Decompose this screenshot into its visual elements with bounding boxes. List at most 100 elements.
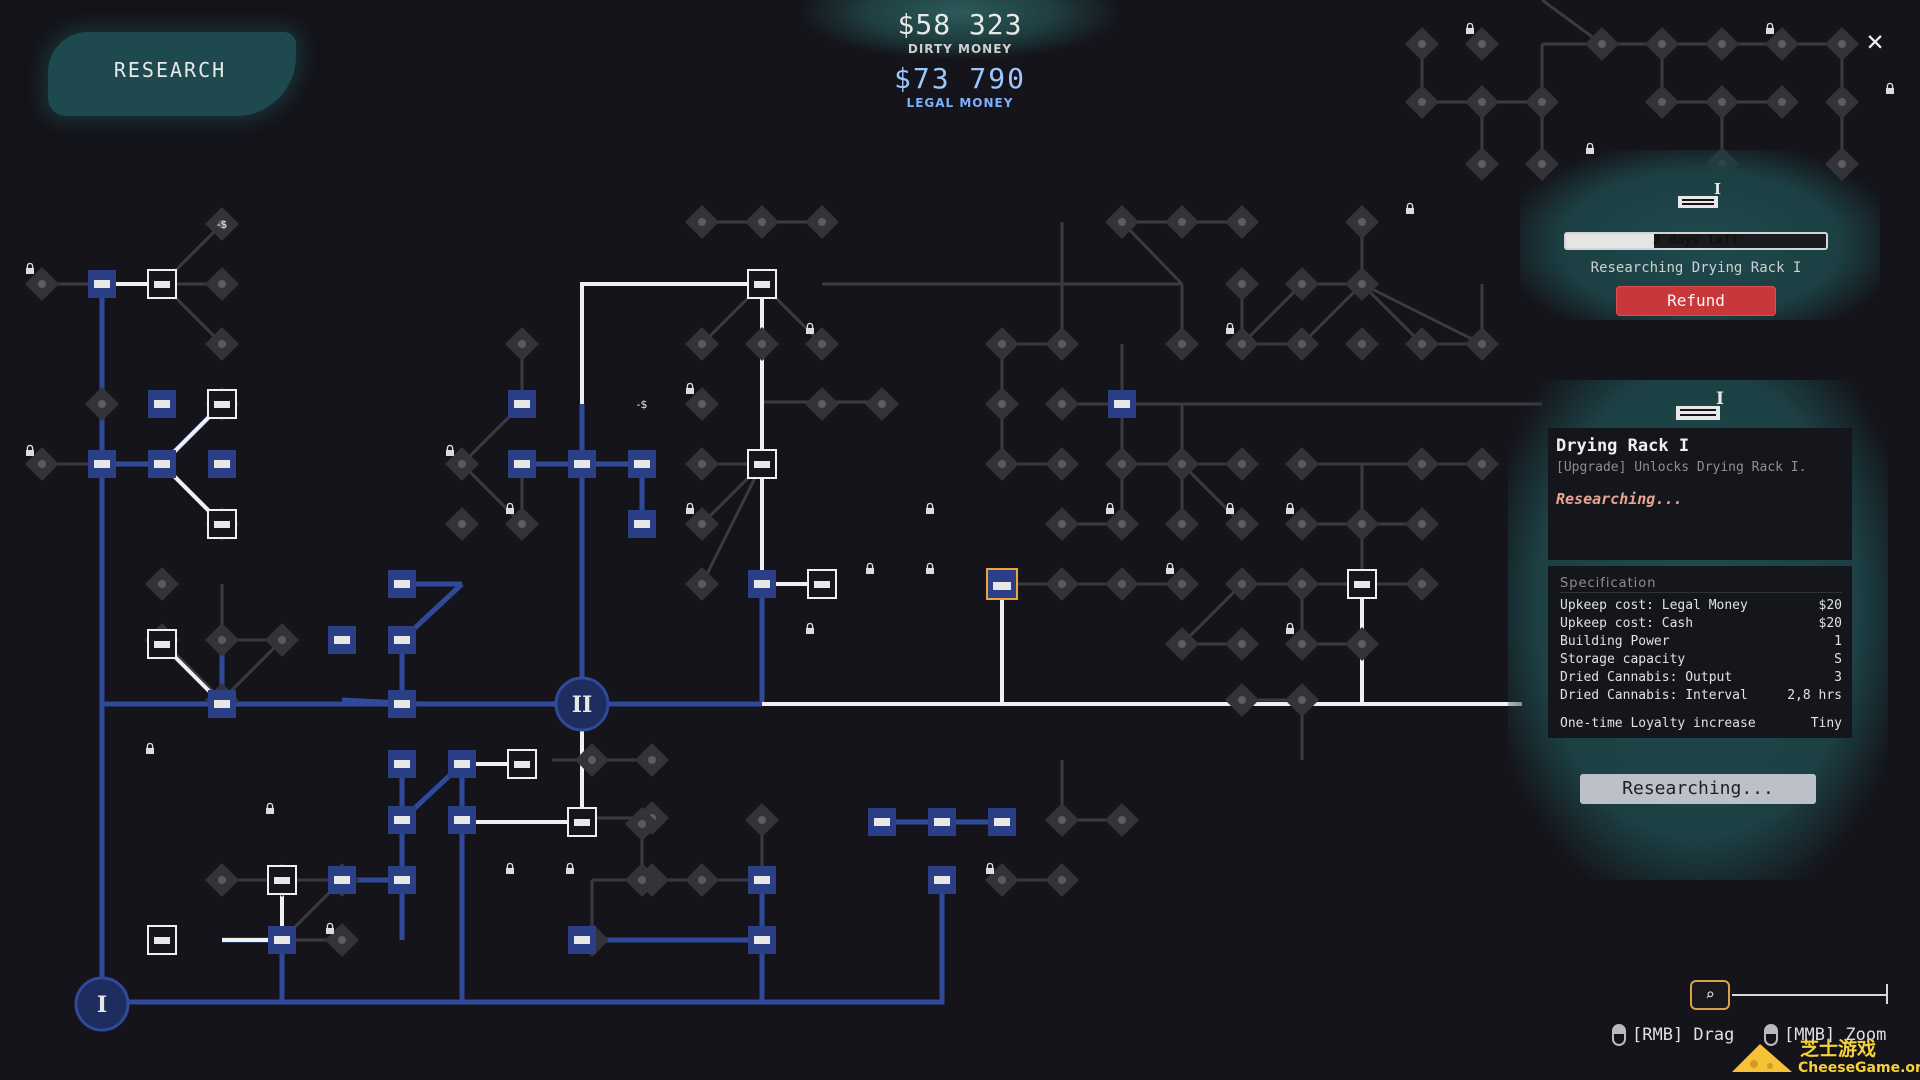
close-button[interactable]: ✕: [1862, 27, 1888, 55]
researchable-node[interactable]: [747, 269, 777, 299]
locked-node[interactable]: [1465, 27, 1499, 61]
locked-node[interactable]: [1825, 27, 1859, 61]
unlocked-node[interactable]: [568, 926, 596, 954]
locked-node[interactable]: [1225, 627, 1259, 661]
unlocked-node[interactable]: [208, 690, 236, 718]
locked-node[interactable]: [745, 205, 779, 239]
unlocked-node[interactable]: [628, 450, 656, 478]
locked-node[interactable]: [985, 387, 1019, 421]
locked-node[interactable]: [805, 205, 839, 239]
locked-node[interactable]: [1405, 27, 1439, 61]
locked-node[interactable]: [1165, 447, 1199, 481]
locked-node[interactable]: [205, 863, 239, 897]
locked-node[interactable]: [685, 327, 719, 361]
locked-node[interactable]: [1105, 205, 1139, 239]
researchable-node[interactable]: [207, 509, 237, 539]
locked-node[interactable]: [625, 863, 659, 897]
locked-node[interactable]: [1705, 27, 1739, 61]
locked-node[interactable]: [1285, 683, 1319, 717]
locked-node[interactable]: [1225, 205, 1259, 239]
locked-node[interactable]: [1045, 387, 1079, 421]
locked-node[interactable]: [505, 507, 539, 541]
locked-node[interactable]: [1225, 507, 1259, 541]
research-action-button[interactable]: Researching...: [1580, 774, 1816, 804]
locked-node[interactable]: [1285, 327, 1319, 361]
unlocked-node[interactable]: [328, 626, 356, 654]
unlocked-node[interactable]: [988, 808, 1016, 836]
locked-node[interactable]: [685, 863, 719, 897]
researchable-node[interactable]: [807, 569, 837, 599]
locked-node[interactable]: [1285, 447, 1319, 481]
locked-node[interactable]: [1465, 147, 1499, 181]
locked-node[interactable]: [1165, 327, 1199, 361]
locked-node[interactable]: [1165, 507, 1199, 541]
locked-node[interactable]: [505, 327, 539, 361]
locked-node[interactable]: [445, 507, 479, 541]
tier-hub-2[interactable]: II: [554, 676, 610, 732]
locked-node[interactable]: [1045, 803, 1079, 837]
locked-node[interactable]: [805, 387, 839, 421]
locked-node[interactable]: [1165, 627, 1199, 661]
unlocked-node[interactable]: [748, 926, 776, 954]
researchable-node[interactable]: [267, 865, 297, 895]
locked-node[interactable]: [1525, 85, 1559, 119]
unlocked-node[interactable]: [748, 570, 776, 598]
researchable-node[interactable]: [1347, 569, 1377, 599]
researchable-node[interactable]: [147, 629, 177, 659]
locked-node[interactable]: [1345, 327, 1379, 361]
locked-node[interactable]: [1645, 85, 1679, 119]
locked-node[interactable]: [1105, 447, 1139, 481]
locked-node[interactable]: [685, 205, 719, 239]
locked-node[interactable]: [1705, 85, 1739, 119]
unlocked-node[interactable]: [388, 626, 416, 654]
locked-node[interactable]: [1045, 447, 1079, 481]
locked-node[interactable]: [985, 447, 1019, 481]
unlocked-node[interactable]: [88, 450, 116, 478]
locked-node[interactable]: [985, 327, 1019, 361]
locked-node[interactable]: [1225, 447, 1259, 481]
locked-node[interactable]: [1405, 567, 1439, 601]
locked-node[interactable]: [625, 807, 659, 841]
unlocked-node[interactable]: [148, 390, 176, 418]
magnifier-icon[interactable]: ⌕: [1690, 980, 1730, 1010]
locked-node[interactable]: [805, 327, 839, 361]
tier-hub-1[interactable]: I: [74, 976, 130, 1032]
unlocked-node[interactable]: [148, 450, 176, 478]
locked-node[interactable]: [1345, 267, 1379, 301]
locked-node[interactable]: [1285, 567, 1319, 601]
locked-node[interactable]: [205, 623, 239, 657]
locked-node[interactable]: [1225, 683, 1259, 717]
locked-node[interactable]: [745, 803, 779, 837]
locked-node[interactable]: [1405, 327, 1439, 361]
zoom-slider-track[interactable]: [1732, 994, 1888, 996]
locked-node[interactable]: [1585, 27, 1619, 61]
locked-node[interactable]: [205, 207, 239, 241]
locked-node[interactable]: [745, 327, 779, 361]
locked-node[interactable]: [1045, 863, 1079, 897]
unlocked-nodes[interactable]: [88, 270, 1136, 954]
locked-node[interactable]: [1105, 567, 1139, 601]
unlocked-node[interactable]: [208, 450, 236, 478]
locked-node[interactable]: [1225, 567, 1259, 601]
unlocked-node[interactable]: [568, 450, 596, 478]
locked-node[interactable]: [1825, 85, 1859, 119]
researchable-node[interactable]: [507, 749, 537, 779]
locked-node[interactable]: [205, 267, 239, 301]
locked-node[interactable]: [1405, 507, 1439, 541]
unlocked-node[interactable]: [448, 806, 476, 834]
locked-node[interactable]: [1765, 85, 1799, 119]
locked-node[interactable]: [1345, 627, 1379, 661]
locked-node[interactable]: [1105, 507, 1139, 541]
researchable-node[interactable]: [747, 449, 777, 479]
unlocked-node[interactable]: [508, 390, 536, 418]
locked-node[interactable]: [1105, 803, 1139, 837]
locked-node[interactable]: [1405, 85, 1439, 119]
unlocked-node[interactable]: [388, 866, 416, 894]
locked-node[interactable]: [685, 387, 719, 421]
locked-node[interactable]: [145, 567, 179, 601]
locked-node[interactable]: [1045, 567, 1079, 601]
locked-node[interactable]: [1285, 267, 1319, 301]
unlocked-node[interactable]: [268, 926, 296, 954]
locked-node[interactable]: [1405, 447, 1439, 481]
